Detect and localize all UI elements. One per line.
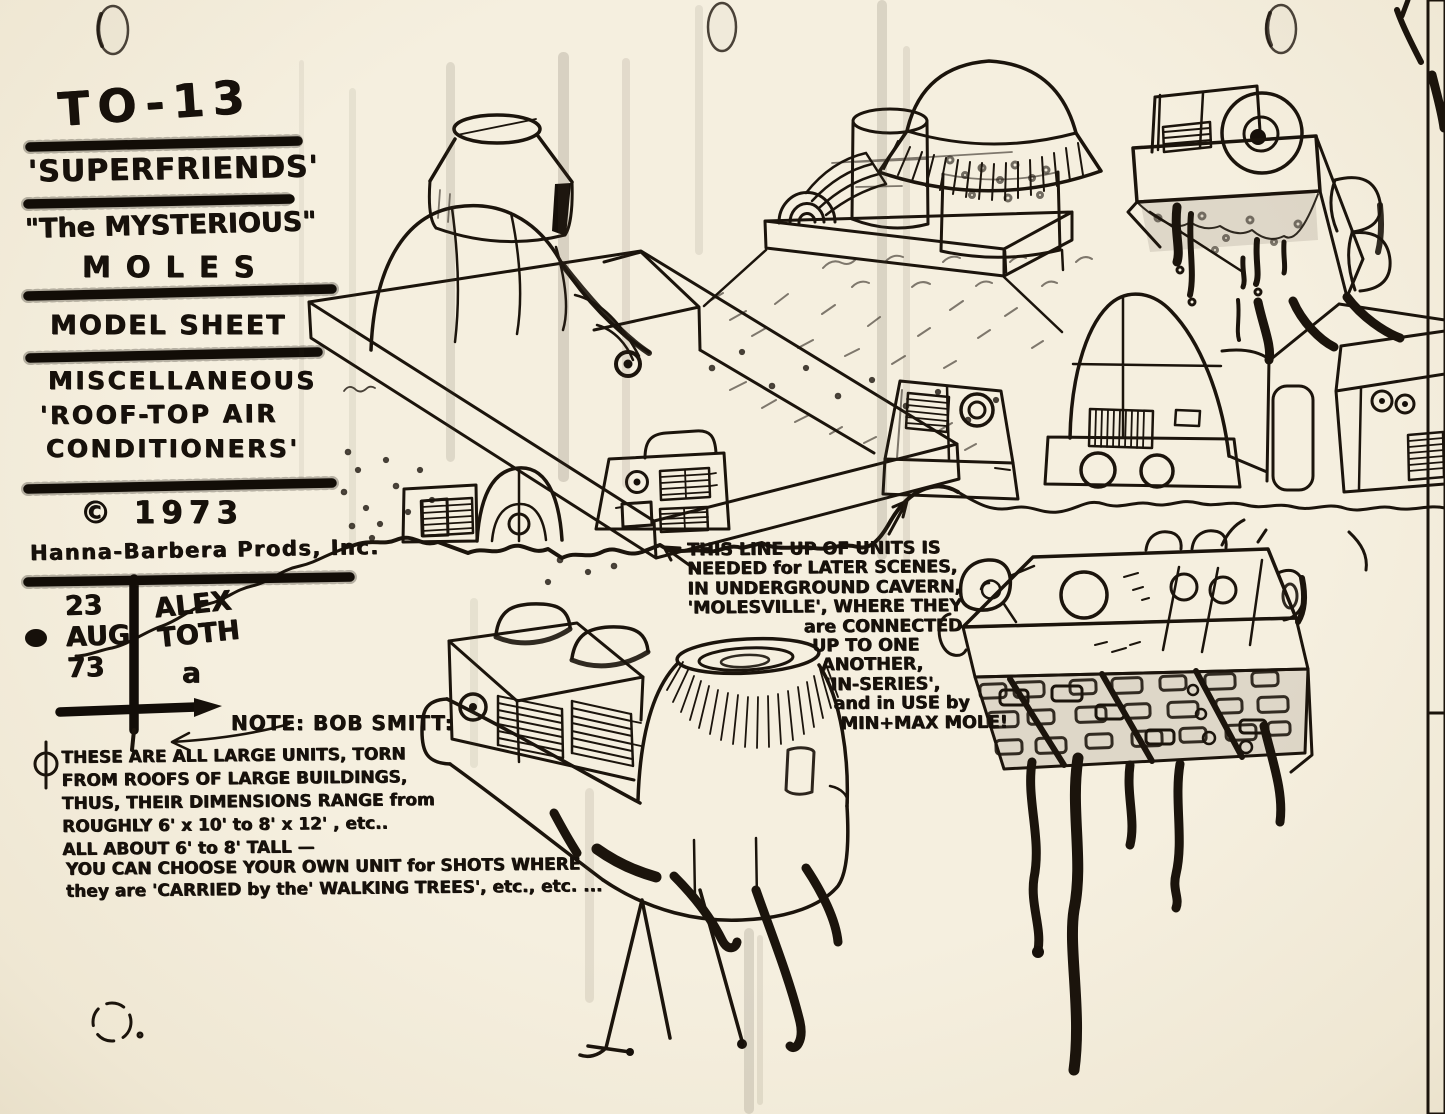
sketch-unit-box-vents: [594, 429, 731, 534]
sketch-unit-lineup-carrier: [937, 518, 1368, 1076]
sketch-unit-box-ring: [881, 379, 1020, 501]
lineup-note-line: 'IN-SERIES',: [825, 674, 941, 696]
subject-line-1: MISCELLANEOUS: [48, 366, 317, 395]
torn-duct-brick-outlines: [998, 684, 1268, 746]
subject-line-3: CONDITIONERS': [46, 434, 300, 463]
subject-line-2: 'ROOF-TOP AIR: [39, 398, 279, 431]
lineup-note-line: are CONNECTED: [803, 615, 963, 638]
lineup-note-line: UP TO ONE: [811, 635, 920, 657]
show-title: 'SUPERFRIENDS': [27, 149, 320, 190]
lineup-note-line: and in USE by: [833, 693, 970, 715]
sketch-unit-searchlight-vent: [420, 602, 850, 1059]
paper-edge: [91, 0, 1445, 1114]
units-note: THESE ARE ALL LARGE UNITS, TORN FROM ROO…: [61, 743, 435, 862]
sketch-unit-right-edge: [1268, 302, 1445, 494]
artist-signature: ALEX TOTH: [153, 585, 241, 654]
lineup-arrows: [662, 499, 909, 574]
episode-title-word: MOLES: [82, 250, 270, 284]
note-arrow: [170, 722, 291, 752]
lineup-note-line: MIN+MAX MOLE!: [840, 712, 1008, 734]
date-day: 23: [64, 589, 104, 623]
date-month: AUG: [65, 619, 131, 654]
ink-ring-stain: [91, 1001, 133, 1043]
lineup-note: THIS LINE UP OF UNITS IS NEEDED for LATE…: [687, 538, 1008, 736]
sketch-unit-funnel-top: [307, 113, 961, 560]
units-note-line: ROUGHLY 6' x 10' to 8' x 12' , etc..: [62, 813, 389, 837]
date-year: 73: [66, 651, 106, 685]
artist-initial: a: [182, 656, 201, 689]
punch-holes: [96, 1, 1298, 56]
date-block: 23 AUG 73: [64, 589, 131, 684]
copyright-year: © 1973: [80, 495, 245, 531]
lineup-note-line: ANOTHER,: [821, 654, 924, 676]
sketch-unit-big-dome: [1043, 292, 1315, 492]
sheet-type: MODEL SHEET: [50, 310, 287, 341]
sketch-unit-box-and-dome: [401, 466, 564, 544]
choose-note: YOU CAN CHOOSE YOUR OWN UNIT for SHOTS W…: [66, 853, 603, 903]
note-label: NOTE: BOB SMITT:: [231, 711, 454, 735]
smudge-streaks: [299, 0, 910, 1114]
sketch-unit-torn-underside: [1126, 0, 1445, 365]
left-column-rules: [21, 134, 357, 790]
sketch-unit-turbine-cap: [763, 59, 1103, 278]
